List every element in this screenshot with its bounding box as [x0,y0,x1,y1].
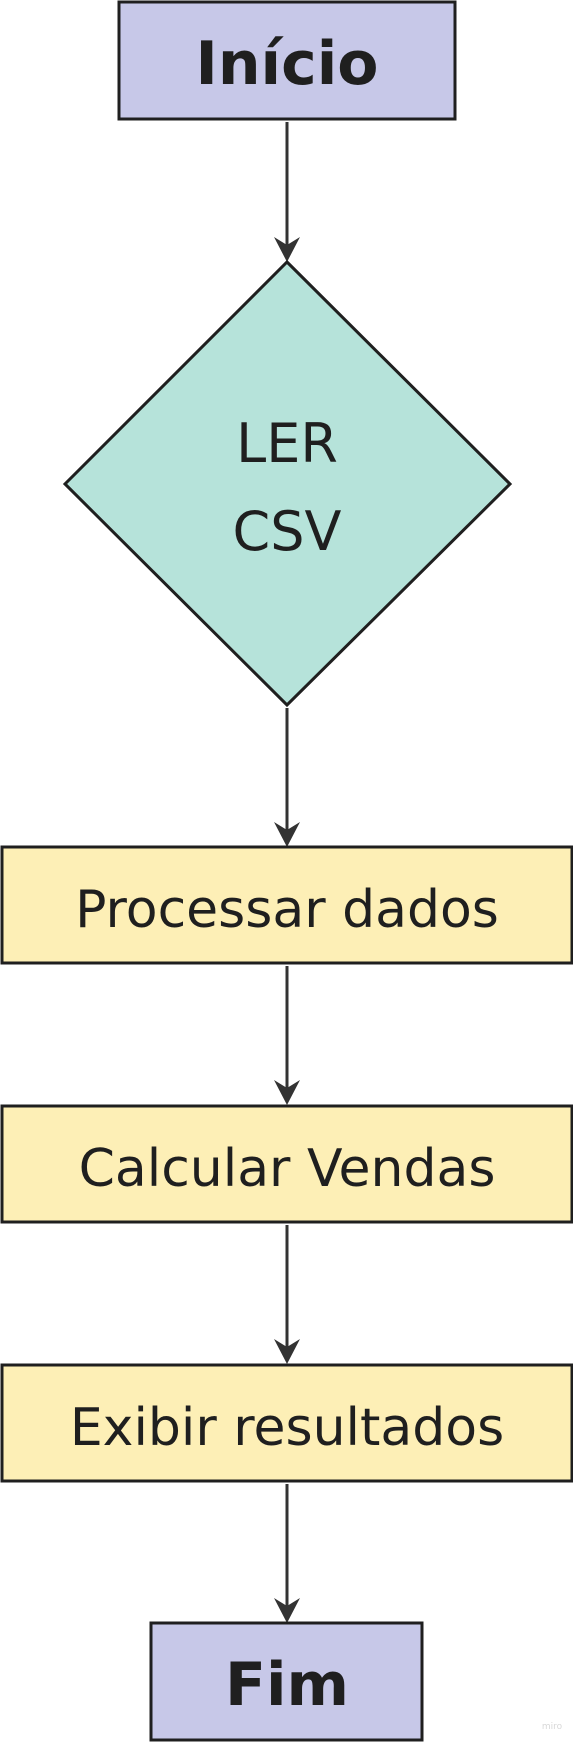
arrowhead-results-to-end [274,1598,300,1623]
arrowhead-process-to-calculate [274,1080,300,1105]
decision-node-label-line1: LER [236,412,338,475]
arrowhead-start-to-decision [274,237,300,262]
decision-node[interactable] [62,259,513,708]
process-data-node[interactable] [0,845,573,965]
start-node-label: Início [196,29,379,99]
miro-watermark: miro [542,1722,563,1732]
calculate-sales-node[interactable] [0,1104,573,1224]
show-results-node[interactable] [0,1363,573,1483]
arrowhead-decision-to-process [274,822,300,847]
show-results-node-label: Exibir resultados [70,1398,504,1458]
decision-node-label-line2: CSV [233,500,342,563]
end-node-label: Fim [225,1650,349,1720]
calculate-sales-node-label: Calcular Vendas [79,1139,496,1199]
end-node[interactable] [149,1621,424,1742]
process-data-node-label: Processar dados [75,880,499,940]
arrowhead-calculate-to-results [274,1339,300,1364]
start-node[interactable] [117,0,457,121]
